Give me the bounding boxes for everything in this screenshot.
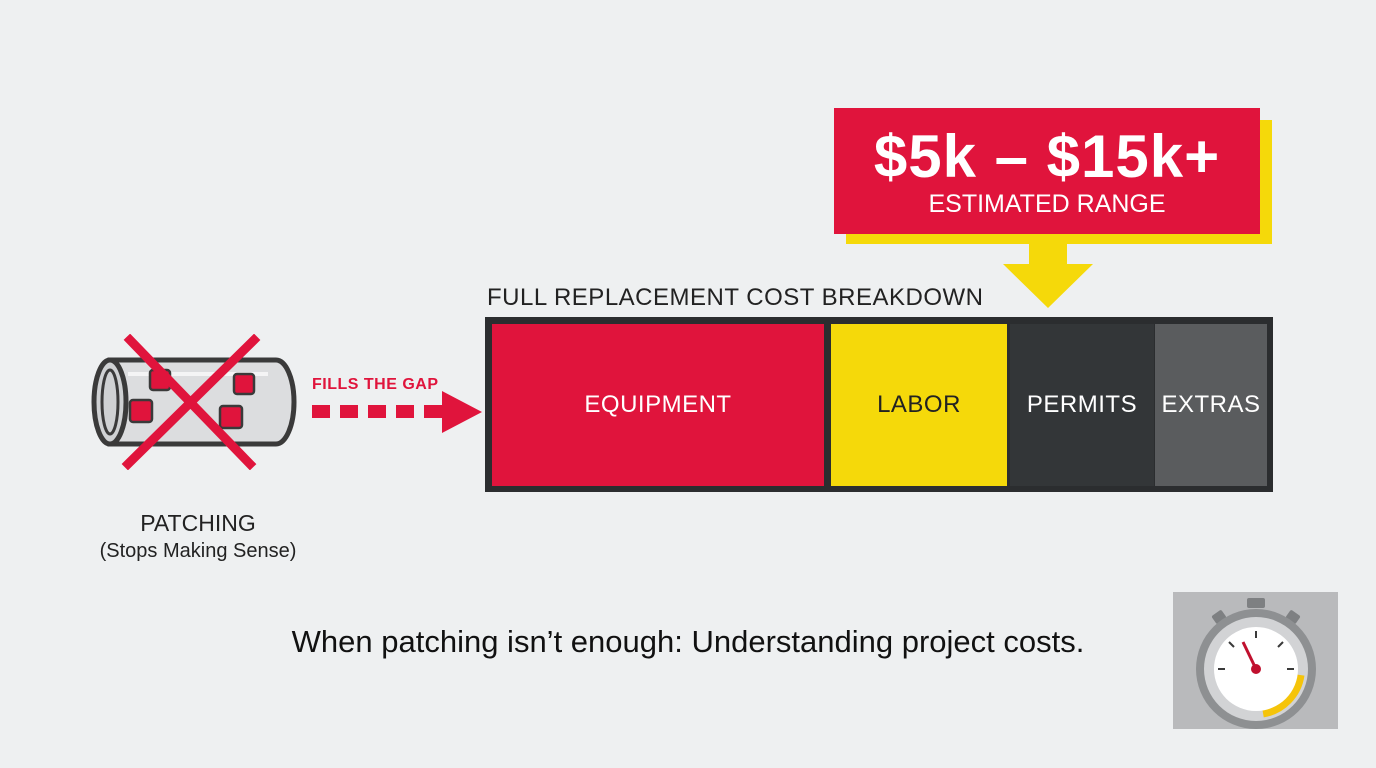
pipe-with-patches-icon xyxy=(91,334,297,470)
range-caption: ESTIMATED RANGE xyxy=(928,190,1166,218)
segment-permits: PERMITS xyxy=(1010,324,1154,486)
range-callout: $5k – $15k+ ESTIMATED RANGE xyxy=(834,108,1260,234)
caption: When patching isn’t enough: Understandin… xyxy=(0,624,1376,660)
cross-out-icon xyxy=(121,334,261,470)
patching-label: PATCHING xyxy=(140,510,256,536)
patching-sublabel: (Stops Making Sense) xyxy=(99,540,297,562)
segment-extras: EXTRAS xyxy=(1155,324,1267,486)
breakdown-title: FULL REPLACEMENT COST BREAKDOWN xyxy=(487,284,984,311)
fills-the-gap-label: FILLS THE GAP xyxy=(312,376,439,393)
segment-equipment: EQUIPMENT xyxy=(492,324,824,486)
segment-labor: LABOR xyxy=(831,324,1007,486)
range-value: $5k – $15k+ xyxy=(873,123,1221,190)
down-arrow-icon xyxy=(1003,234,1093,308)
caption-text: When patching isn’t enough: Understandin… xyxy=(291,624,1085,659)
stopwatch-gauge-icon xyxy=(1173,592,1338,729)
dashed-arrow-icon xyxy=(312,391,482,433)
